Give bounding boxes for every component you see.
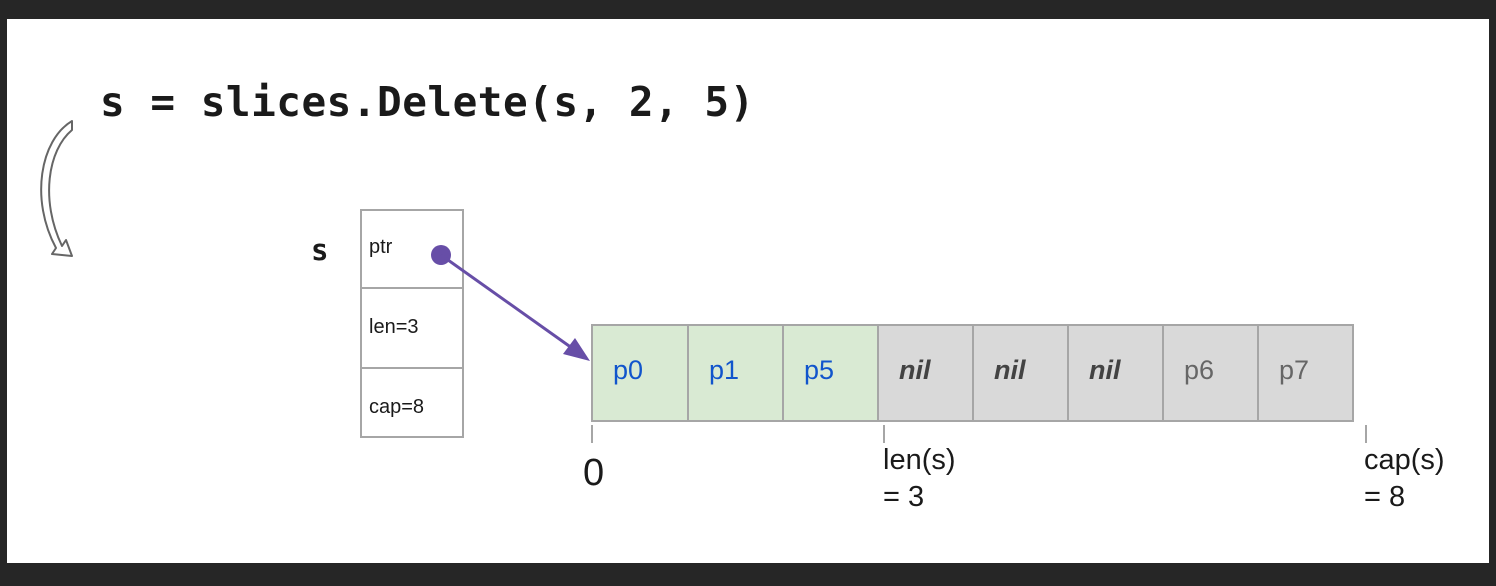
slice-field-ptr: ptr (362, 211, 462, 289)
array-cell: nil (1067, 324, 1164, 422)
diagram-canvas (7, 19, 1489, 563)
code-statement: s = slices.Delete(s, 2, 5) (100, 78, 755, 126)
pointer-arrowhead-icon (563, 338, 590, 361)
array-cell: p5 (782, 324, 879, 422)
array-cell: nil (972, 324, 1069, 422)
array-cell: p0 (591, 324, 689, 422)
marker-cap-line2: = 8 (1364, 481, 1406, 513)
backing-array: p0 p1 p5 nil nil nil p6 p7 (591, 324, 1354, 422)
marker-cap: cap(s) = 8 (1364, 442, 1445, 516)
array-cell: nil (877, 324, 974, 422)
slice-field-len: len=3 (362, 289, 462, 369)
marker-len: len(s) = 3 (883, 442, 956, 516)
slice-variable-name: s (311, 233, 329, 267)
array-cell: p7 (1257, 324, 1354, 422)
marker-len-line2: = 3 (883, 481, 925, 513)
curved-arrow-icon (40, 120, 73, 257)
marker-len-line1: len(s) (883, 444, 956, 476)
slice-field-cap: cap=8 (369, 396, 425, 418)
marker-cap-line1: cap(s) (1364, 444, 1445, 476)
array-cell: p1 (687, 324, 784, 422)
pointer-arrow (440, 253, 587, 360)
marker-zero: 0 (583, 452, 605, 494)
